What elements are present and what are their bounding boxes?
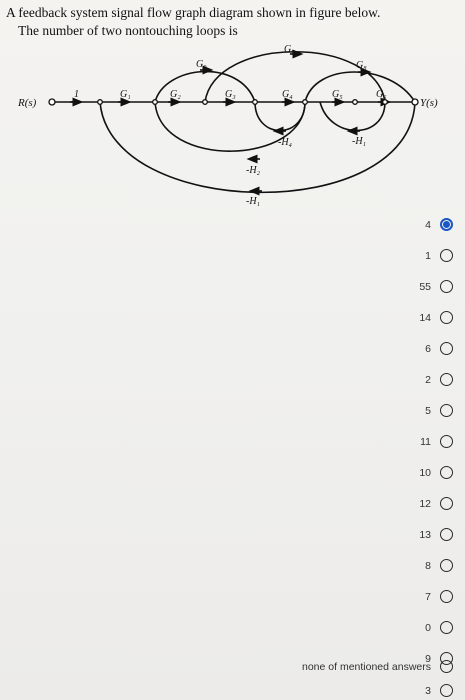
answer-label: 12 bbox=[419, 497, 431, 510]
radio-button[interactable] bbox=[440, 311, 453, 324]
node-6 bbox=[352, 99, 358, 105]
node-4 bbox=[252, 99, 258, 105]
answer-option[interactable]: 4 bbox=[425, 218, 453, 231]
radio-button[interactable] bbox=[440, 249, 453, 262]
radio-button[interactable] bbox=[440, 660, 453, 673]
answer-option[interactable]: 55 bbox=[419, 280, 453, 293]
gain-g7: G₇ bbox=[284, 44, 295, 55]
answer-option[interactable]: 2 bbox=[425, 373, 453, 386]
node-7 bbox=[382, 99, 388, 105]
question-line-2: The number of two nontouching loops is bbox=[18, 23, 238, 38]
answer-option[interactable]: 8 bbox=[425, 559, 453, 572]
branch-g8 bbox=[304, 71, 416, 103]
radio-button[interactable] bbox=[440, 528, 453, 541]
answer-label: 3 bbox=[425, 684, 431, 697]
radio-button[interactable] bbox=[440, 684, 453, 697]
answer-option[interactable]: 10 bbox=[419, 466, 453, 479]
question-text: A feedback system signal flow graph diag… bbox=[6, 4, 461, 40]
answer-label: 5 bbox=[425, 404, 431, 417]
radio-button[interactable] bbox=[440, 590, 453, 603]
gain-g6: G₆ bbox=[376, 89, 387, 100]
answer-option[interactable]: 14 bbox=[419, 311, 453, 324]
feedback-h2-label: -H₂ bbox=[246, 165, 261, 176]
radio-button[interactable] bbox=[440, 280, 453, 293]
node-output bbox=[411, 98, 419, 106]
node-3 bbox=[202, 99, 208, 105]
radio-button[interactable] bbox=[440, 435, 453, 448]
radio-button[interactable] bbox=[440, 559, 453, 572]
answer-label: 55 bbox=[419, 280, 431, 293]
gain-g9: G₉ bbox=[196, 59, 207, 70]
answer-label: 9 bbox=[425, 652, 431, 665]
answer-option[interactable]: 12 bbox=[419, 497, 453, 510]
answer-option[interactable]: 13 bbox=[419, 528, 453, 541]
answer-label: 14 bbox=[419, 311, 431, 324]
answer-option[interactable]: 1 bbox=[425, 249, 453, 262]
feedback-h1-right-label: -H₁ bbox=[352, 136, 366, 147]
answer-label: 11 bbox=[420, 435, 431, 448]
radio-button[interactable] bbox=[440, 497, 453, 510]
feedback-h1-right bbox=[319, 101, 386, 132]
radio-button[interactable] bbox=[440, 466, 453, 479]
answer-label: 4 bbox=[425, 218, 431, 231]
gain-g2: G₂ bbox=[170, 89, 181, 100]
gain-g3: G₃ bbox=[225, 89, 236, 100]
answer-option[interactable]: none of mentioned answers bbox=[302, 660, 453, 673]
question-line-1: A feedback system signal flow graph diag… bbox=[6, 5, 381, 20]
answer-label: 6 bbox=[425, 342, 431, 355]
gain-g1: G₁ bbox=[120, 89, 131, 100]
gain-g8: G₈ bbox=[356, 60, 367, 71]
answer-label: none of mentioned answers bbox=[302, 660, 431, 673]
unity-gain-label: 1 bbox=[74, 89, 79, 100]
answer-option[interactable]: 0 bbox=[425, 621, 453, 634]
output-label: Y(s) bbox=[420, 97, 438, 109]
answer-option[interactable]: 3 bbox=[425, 684, 453, 697]
feedback-h4-label: -H₄ bbox=[278, 137, 293, 148]
radio-button[interactable] bbox=[440, 373, 453, 386]
answer-option[interactable]: 5 bbox=[425, 404, 453, 417]
answer-label: 2 bbox=[425, 373, 431, 386]
node-1 bbox=[97, 99, 103, 105]
answer-label: 8 bbox=[425, 559, 431, 572]
feedback-h1-bottom-label: -H₁ bbox=[246, 196, 260, 207]
answer-label: 7 bbox=[425, 590, 431, 603]
gain-g4: G₄ bbox=[282, 89, 293, 100]
input-label: R(s) bbox=[17, 97, 37, 109]
feedback-h4 bbox=[254, 101, 306, 132]
answer-option[interactable]: 7 bbox=[425, 590, 453, 603]
radio-button[interactable] bbox=[440, 404, 453, 417]
answer-label: 1 bbox=[425, 249, 431, 262]
signal-flow-graph: R(s) Y(s) 1 G₁ G₂ G₃ G₄ G₅ G₆ G₇ G₈ G₉ -… bbox=[17, 44, 438, 207]
radio-dot bbox=[443, 221, 450, 228]
radio-button[interactable] bbox=[440, 621, 453, 634]
radio-button[interactable] bbox=[440, 342, 453, 355]
answer-label: 13 bbox=[419, 528, 431, 541]
node-5 bbox=[302, 99, 308, 105]
answer-label: 10 bbox=[419, 466, 431, 479]
radio-button-selected[interactable] bbox=[440, 218, 453, 231]
feedback-h2 bbox=[154, 101, 306, 152]
node-input bbox=[48, 98, 56, 106]
answer-option[interactable]: 11 bbox=[420, 435, 453, 448]
node-2 bbox=[152, 99, 158, 105]
gain-g5: G₅ bbox=[332, 89, 343, 100]
answer-option[interactable]: 6 bbox=[425, 342, 453, 355]
answer-label: 0 bbox=[425, 621, 431, 634]
